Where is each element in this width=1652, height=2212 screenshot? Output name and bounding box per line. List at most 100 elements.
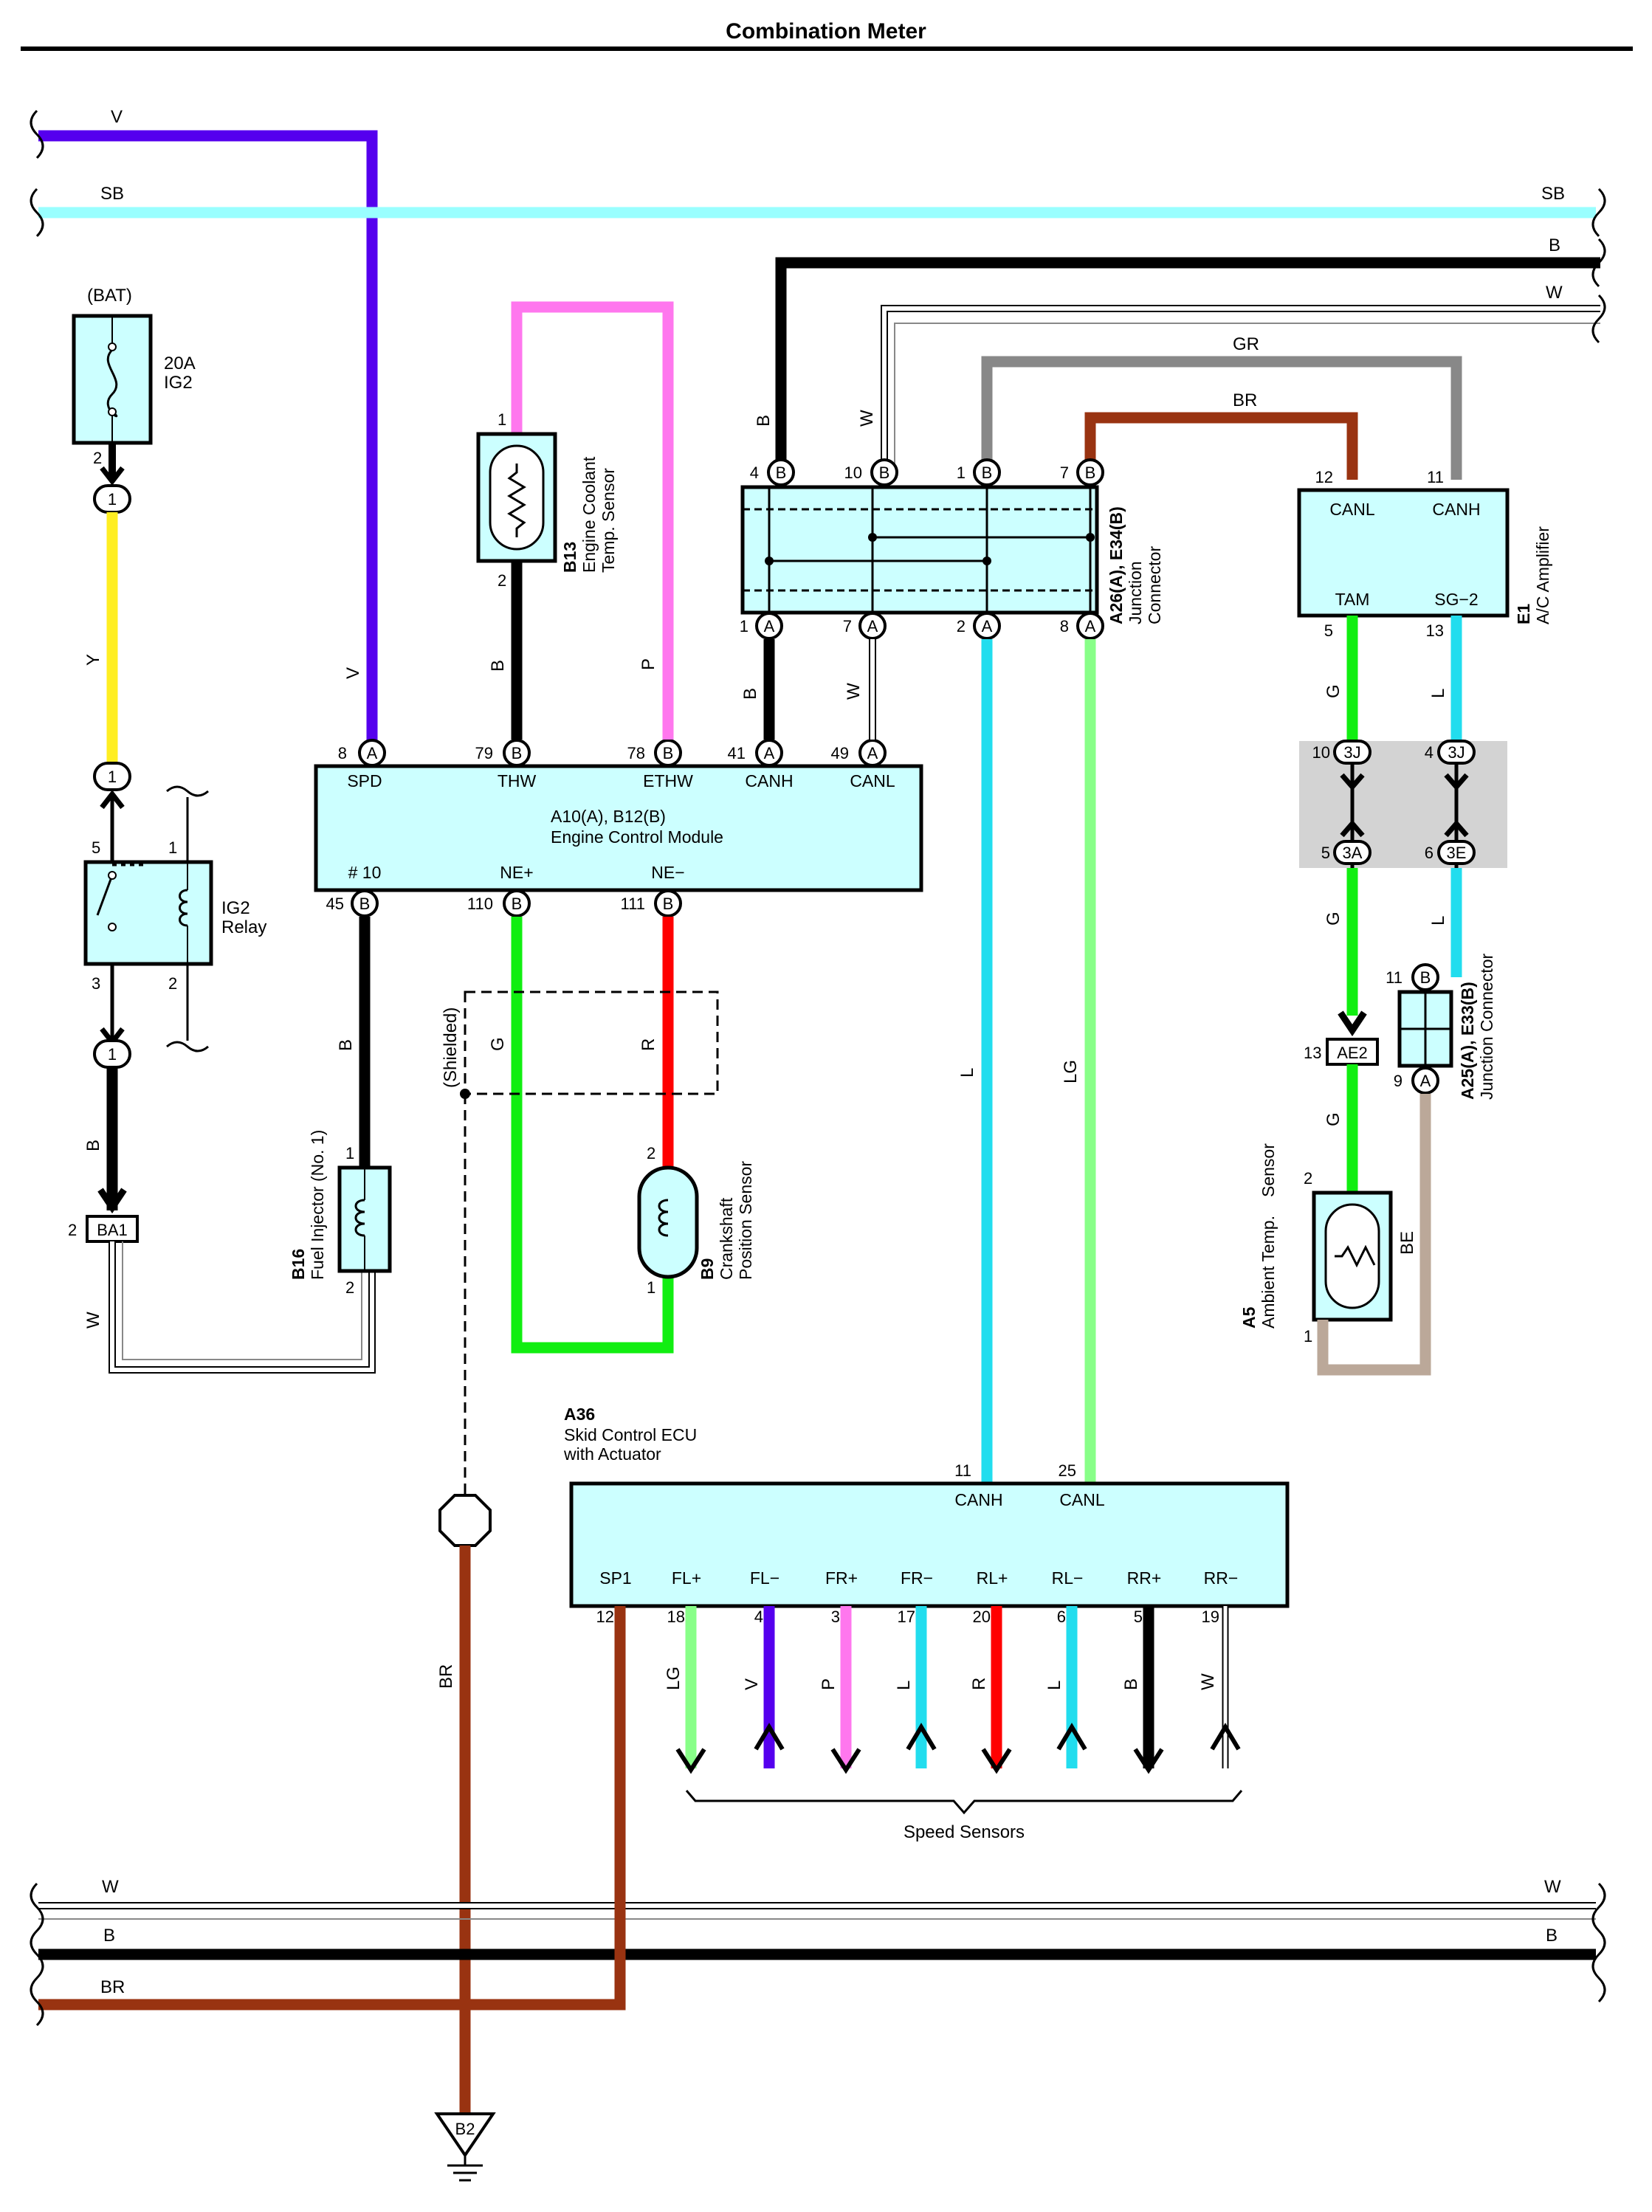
wire-label-sb-left: SB [100, 184, 124, 204]
a5-name-line2: Sensor [1259, 1143, 1278, 1197]
junction-conn-box [740, 485, 1099, 615]
relay-pin-1: 1 [168, 838, 177, 857]
b16-pin-1: 1 [345, 1144, 354, 1162]
jblock-3j-left: 3J [1343, 743, 1360, 762]
junction-conn-internal [743, 487, 1097, 613]
wire-b-bottom: B B [38, 1926, 1596, 1960]
ba1-pin: 2 [68, 1221, 77, 1239]
svg-text:A: A [764, 744, 775, 762]
a36-name-line2: with Actuator [563, 1444, 661, 1464]
b16-name: Fuel Injector (No. 1) [308, 1130, 327, 1280]
conn-oval-1b-pin: 1 [108, 768, 117, 786]
a36-wire-label-4: L [894, 1681, 914, 1690]
wire-label-w-junc: W [857, 410, 877, 427]
wire-w-bottom: W W [38, 1877, 1596, 1920]
wire-label-br-ground: BR [436, 1664, 456, 1689]
ac-amp-term-canh: CANH [1432, 500, 1480, 519]
a25-code: A25(A), E33(B) [1458, 982, 1477, 1100]
junction-conn-name1: Junction [1126, 561, 1145, 624]
a36-box [569, 1481, 1290, 1608]
ae2-pin: 13 [1304, 1044, 1321, 1062]
a36-arrow-8 [1210, 1723, 1241, 1751]
svg-text:79: 79 [475, 744, 493, 762]
a36-term-canl: CANL [1059, 1490, 1105, 1509]
ac-amp-name: A/C Amplifier [1533, 526, 1552, 624]
relay-break-top [166, 785, 209, 797]
a36-term-0: SP1 [599, 1568, 631, 1588]
a36-pin-11: 11 [954, 1461, 971, 1480]
a36-pin-8: 19 [1202, 1608, 1219, 1626]
svg-text:2: 2 [957, 617, 966, 635]
jblock-3a: 3A [1343, 844, 1363, 862]
a36-wire-label-7: B [1121, 1678, 1141, 1690]
relay-coil-icon [179, 889, 188, 927]
ecm-term-spd: SPD [347, 771, 382, 790]
svg-text:41: 41 [728, 744, 746, 762]
ac-amp-code: E1 [1514, 604, 1533, 624]
svg-text:7: 7 [843, 617, 852, 635]
b9-pin-1: 1 [647, 1278, 655, 1297]
a25-pin-11: 11 [1386, 968, 1403, 987]
ac-amp-term-canl: CANL [1329, 500, 1375, 519]
ecm-bottom-pins: B 45 B 110 B 111 [326, 889, 682, 917]
svg-text:B: B [512, 744, 523, 762]
wire-label-l-sg2-2: L [1428, 916, 1448, 926]
jblock-5: 5 [1321, 844, 1330, 862]
a36-wire-label-2: V [742, 1678, 762, 1690]
ecm-term-ethw: ETHW [643, 771, 693, 790]
ac-amp-pin-5: 5 [1324, 621, 1333, 640]
speed-sensors-label: Speed Sensors [904, 1822, 1025, 1842]
b9-box [637, 1165, 699, 1279]
ac-amp-term-sg2: SG−2 [1434, 590, 1478, 609]
relay-break-bottom [166, 1041, 209, 1052]
conn-oval-1a-pin: 1 [108, 490, 117, 509]
a36-pin-25: 25 [1059, 1461, 1076, 1480]
a36-pin-5: 20 [973, 1608, 991, 1626]
svg-text:45: 45 [326, 895, 344, 913]
wire-label-w-canl: W [844, 683, 864, 700]
shielded-label: (Shielded) [441, 1007, 461, 1088]
a36-pin-0: 12 [596, 1608, 614, 1626]
svg-text:110: 110 [467, 895, 493, 913]
fuse-icon [106, 348, 118, 418]
fuse-pin-2: 2 [93, 449, 102, 467]
wire-w-injector [109, 1241, 376, 1374]
a36-name-line1: Skid Control ECU [564, 1425, 697, 1444]
jblock-3j-right: 3J [1448, 743, 1465, 762]
svg-text:B: B [879, 464, 890, 482]
fuse-rating: 20A [164, 354, 196, 373]
wire-label-y: Y [83, 654, 103, 666]
wire-label-b-bottom-right: B [1546, 1926, 1558, 1946]
a36-wire-label-8: W [1198, 1673, 1218, 1690]
a36-term-4: FR− [901, 1568, 933, 1588]
svg-text:1: 1 [957, 464, 966, 482]
ecm-term-canl: CANL [850, 771, 895, 790]
wire-gr: GR [981, 334, 1462, 480]
a36-arrow-7 [1133, 1748, 1164, 1774]
ecm-box [314, 764, 923, 892]
wire-g-b9 [511, 917, 674, 1354]
shield-box [464, 990, 719, 1095]
b13-thermistor-icon [507, 464, 526, 537]
a25-name: Junction Connector [1477, 953, 1496, 1100]
a36-term-5: RL+ [977, 1568, 1008, 1588]
wire-br-top: BR [1084, 390, 1358, 480]
wire-label-g-tam-2: G [1324, 912, 1343, 926]
a5-code: A5 [1239, 1306, 1259, 1329]
b13-pin-2: 2 [498, 571, 506, 590]
wire-label-g-a5: G [1324, 1112, 1343, 1126]
a36-arrow-3 [830, 1748, 861, 1774]
b13-name-line1: Engine Coolant [579, 456, 599, 573]
a36-wire-label-5: R [969, 1678, 989, 1690]
wire-label-v-ecm: V [343, 667, 363, 679]
wire-label-b-top: B [1549, 235, 1560, 255]
junction-conn-name2: Connector [1145, 546, 1164, 624]
relay-pin-5: 5 [92, 838, 100, 857]
a36-pin-4: 17 [898, 1608, 915, 1626]
wire-label-v-top: V [111, 107, 123, 127]
b9-code: B9 [698, 1258, 717, 1280]
svg-text:10: 10 [844, 464, 862, 482]
a36-code: A36 [564, 1405, 595, 1424]
bat-label: (BAT) [87, 286, 132, 306]
